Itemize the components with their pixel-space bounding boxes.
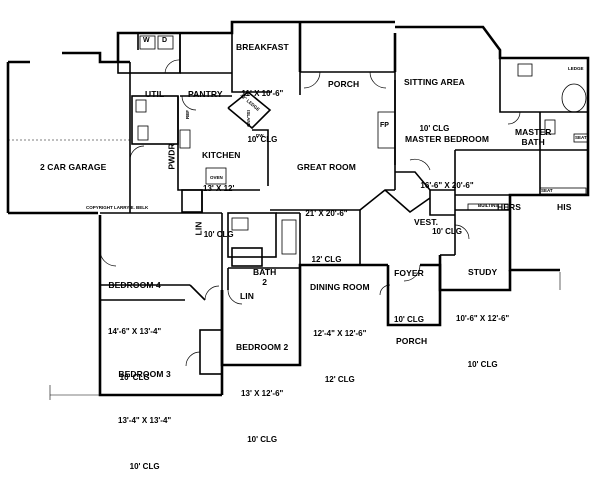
sitting-clg: 10' CLG — [419, 124, 450, 134]
study-clg: 10' CLG — [467, 360, 498, 370]
room-bedroom-2: BEDROOM 2 13' X 12'-6" 10' CLG — [236, 306, 288, 463]
great-name: GREAT ROOM — [297, 161, 356, 172]
room-sitting-area: SITTING AREA 10' CLG — [404, 41, 465, 152]
bed3-clg: 10' CLG — [129, 462, 160, 472]
fireplace-label: FP — [380, 122, 389, 129]
bed3-name: BEDROOM 3 — [118, 368, 171, 379]
room-dining: DINING ROOM 12'-4" X 12'-6" 12' CLG — [310, 246, 370, 403]
room-lin-2: LIN — [240, 255, 254, 320]
hers-name: HERS — [497, 201, 522, 212]
seat-label-1: SEAT — [541, 188, 553, 193]
kitchen-name: KITCHEN — [202, 149, 241, 160]
ref-label: REF — [185, 110, 190, 119]
his-name: HIS — [557, 201, 572, 212]
sitting-name: SITTING AREA — [404, 76, 465, 87]
builtins-label: BUILTINS — [478, 203, 499, 208]
floor-plan — [6, 20, 590, 400]
bed2-name: BEDROOM 2 — [236, 341, 289, 352]
master-bed-name: MASTER BEDROOM — [405, 133, 490, 144]
room-vest: VEST. — [414, 181, 438, 246]
property-markers — [49, 272, 561, 400]
pwdr-name: PWDR — [166, 143, 177, 170]
bed4-name: BEDROOM 4 — [108, 279, 161, 290]
room-great-room: GREAT ROOM 21' X 20'-6" 12' CLG — [297, 126, 356, 283]
room-porch-front: PORCH — [396, 300, 427, 365]
room-study: STUDY 10'-6" X 12'-6" 10' CLG — [456, 231, 509, 388]
island-label: ISLAND — [245, 110, 251, 127]
door-swings — [99, 59, 521, 367]
foyer-clg: 10' CLG — [394, 315, 424, 325]
bed2-clg: 10' CLG — [247, 435, 278, 445]
bed4-clg: 10' CLG — [119, 373, 150, 383]
seat-label-2: SEAT — [575, 135, 587, 140]
room-garage: 2 CAR GARAGE — [40, 126, 106, 191]
dining-clg: 12' CLG — [324, 375, 355, 385]
room-bedroom-3: BEDROOM 3 13'-4" X 13'-4" 10' CLG — [118, 333, 171, 490]
foyer-name: FOYER — [394, 267, 424, 278]
room-his: HIS — [557, 166, 571, 231]
room-lin-1: LIN — [158, 221, 223, 235]
oven-label: OVEN — [210, 175, 223, 180]
bath2-name: BATH 2 — [253, 266, 277, 287]
room-foyer: FOYER 10' CLG — [394, 232, 424, 343]
kitchen-clg: 10' CLG — [203, 229, 234, 239]
breakfast-name: BREAKFAST — [236, 41, 289, 52]
dining-dims: 12'-4" X 12'-6" — [313, 329, 367, 339]
washer-label: W — [143, 37, 150, 44]
bed4-dims: 14'-6" X 13'-4" — [108, 327, 162, 337]
vest-name: VEST. — [414, 216, 439, 227]
master-bath-name: MASTER BATH — [515, 126, 552, 147]
room-hers: HERS — [497, 166, 521, 231]
great-dims: 21' X 20'-6" — [305, 209, 348, 219]
fixtures — [135, 35, 589, 255]
pantry-name: PANTRY — [188, 88, 223, 99]
room-pantry: PANTRY — [188, 53, 223, 118]
room-util: UTIL — [145, 53, 164, 118]
room-master-bath: MASTER BATH — [515, 91, 552, 166]
breakfast-clg: 10' CLG — [247, 135, 278, 145]
room-bedroom-4: BEDROOM 4 14'-6" X 13'-4" 10' CLG — [108, 244, 161, 401]
dishwasher-label: DW — [256, 133, 264, 138]
ledge-label: LEDGE — [568, 66, 584, 71]
room-master-bedroom: MASTER BEDROOM 16'-6" X 20'-6" 10' CLG — [405, 98, 489, 255]
dryer-label: D — [162, 37, 168, 44]
bed3-dims: 13'-4" X 13'-4" — [118, 416, 172, 426]
lin1-name: LIN — [193, 221, 204, 236]
room-kitchen-dims: 13' X 12' 10' CLG — [203, 147, 234, 257]
dining-name: DINING ROOM — [310, 281, 370, 292]
breakfast-dims: 11' X 10'-6" — [241, 89, 284, 99]
copyright-label: COPYRIGHT LARRY E. BELK — [86, 205, 149, 210]
room-kitchen: KITCHEN — [202, 114, 240, 179]
porch-front-name: PORCH — [396, 335, 428, 346]
lin2-name: LIN — [240, 290, 254, 301]
study-name: STUDY — [467, 266, 498, 277]
garage-name: 2 CAR GARAGE — [40, 161, 107, 172]
room-porch-rear: PORCH — [328, 43, 359, 108]
study-dims: 10'-6" X 12'-6" — [456, 314, 510, 324]
room-breakfast: BREAKFAST 11' X 10'-6" 10' CLG — [236, 6, 289, 163]
room-pwdr: PWDR — [131, 143, 196, 169]
master-bed-clg: 10' CLG — [432, 227, 462, 237]
porch-rear-name: PORCH — [328, 78, 360, 89]
master-bed-dims: 16'-6" X 20'-6" — [420, 181, 474, 191]
kitchen-dims: 13' X 12' — [203, 183, 235, 193]
util-name: UTIL — [145, 88, 165, 99]
bed2-dims: 13' X 12'-6" — [241, 389, 284, 399]
room-bath-2: BATH 2 — [253, 231, 276, 306]
great-clg: 12' CLG — [311, 255, 342, 265]
